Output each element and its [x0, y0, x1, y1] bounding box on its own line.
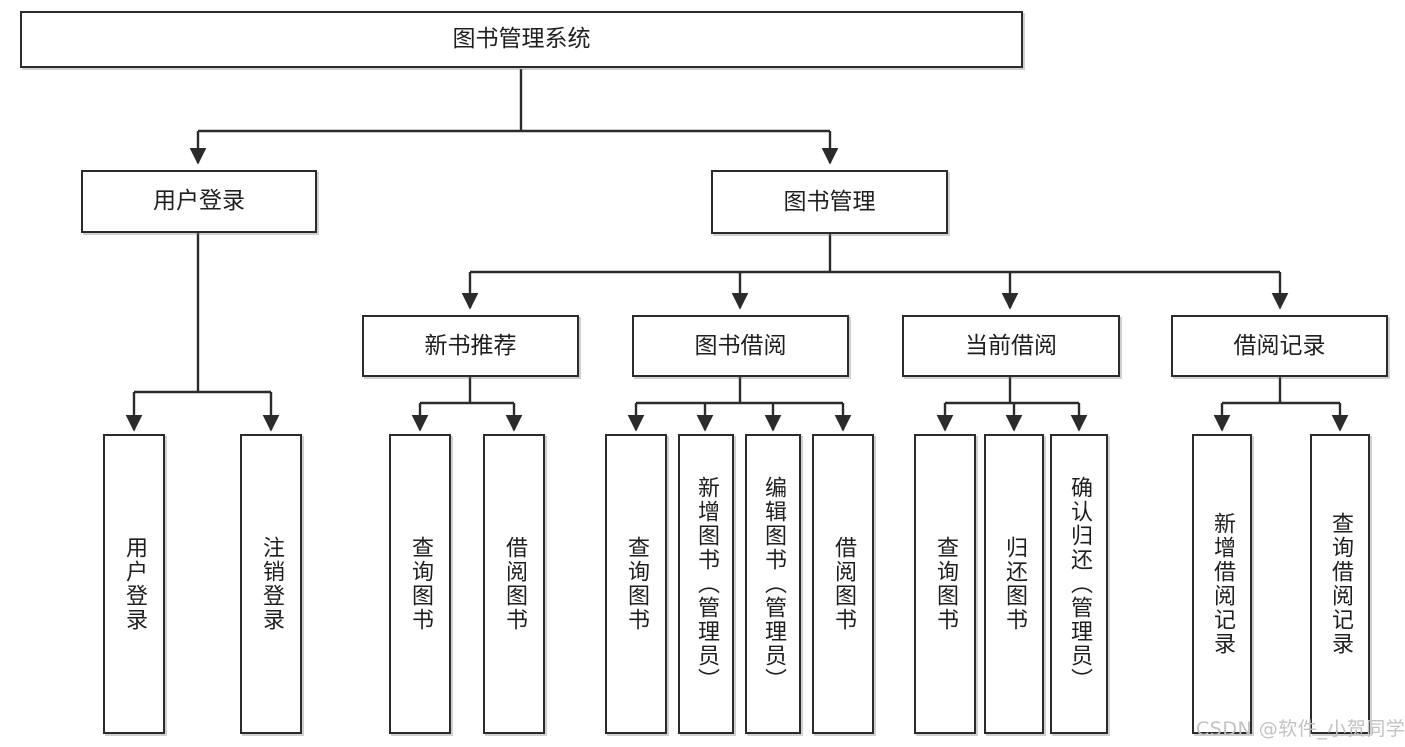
- node-label: 图书管理: [783, 188, 876, 215]
- leaf-add-borrow-record[interactable]: 新增借阅记录: [1192, 434, 1252, 734]
- leaf-query-book-borrow[interactable]: 查询图书: [605, 434, 667, 734]
- leaf-borrow-book-recommend[interactable]: 借阅图书: [483, 434, 545, 734]
- leaf-confirm-return-admin[interactable]: 确认归还（管理员）: [1050, 434, 1108, 734]
- leaf-query-book-recommend[interactable]: 查询图书: [389, 434, 451, 734]
- node-book-borrow[interactable]: 图书借阅: [632, 315, 849, 377]
- node-user-login[interactable]: 用户登录: [81, 170, 317, 233]
- node-label: 查询借阅记录: [1328, 512, 1353, 656]
- leaf-edit-book-admin[interactable]: 编辑图书（管理员）: [745, 434, 801, 734]
- node-label: 当前借阅: [965, 332, 1057, 359]
- node-current-borrow[interactable]: 当前借阅: [902, 315, 1120, 377]
- node-new-book-recommend[interactable]: 新书推荐: [362, 315, 579, 377]
- node-root[interactable]: 图书管理系统: [20, 11, 1023, 68]
- watermark: CSDN @软件_小贺同学: [1196, 718, 1405, 740]
- leaf-add-book-admin[interactable]: 新增图书（管理员）: [678, 434, 734, 734]
- leaf-logout[interactable]: 注销登录: [240, 434, 302, 734]
- node-label: 查询图书: [408, 536, 433, 632]
- node-label: 用户登录: [122, 536, 147, 632]
- leaf-query-borrow-record[interactable]: 查询借阅记录: [1310, 434, 1370, 734]
- node-label: 借阅图书: [831, 536, 856, 632]
- node-label: 确认归还（管理员）: [1067, 476, 1092, 692]
- node-label: 编辑图书（管理员）: [761, 476, 786, 692]
- node-label: 新增图书（管理员）: [694, 476, 719, 692]
- node-label: 图书管理系统: [452, 26, 591, 53]
- node-borrow-record[interactable]: 借阅记录: [1171, 315, 1388, 377]
- node-label: 借阅记录: [1233, 332, 1326, 359]
- leaf-return-book[interactable]: 归还图书: [984, 434, 1044, 734]
- node-label: 新书推荐: [424, 332, 517, 359]
- node-label: 归还图书: [1002, 536, 1027, 632]
- node-label: 图书借阅: [694, 332, 787, 359]
- leaf-borrow-book[interactable]: 借阅图书: [812, 434, 874, 734]
- node-label: 查询图书: [933, 536, 958, 632]
- leaf-query-book-current[interactable]: 查询图书: [914, 434, 976, 734]
- node-book-management[interactable]: 图书管理: [711, 170, 948, 234]
- node-label: 查询图书: [624, 536, 649, 632]
- leaf-user-login[interactable]: 用户登录: [103, 434, 165, 734]
- node-label: 注销登录: [259, 536, 284, 632]
- node-label: 新增借阅记录: [1210, 512, 1235, 656]
- node-label: 借阅图书: [502, 536, 527, 632]
- node-label: 用户登录: [153, 188, 245, 215]
